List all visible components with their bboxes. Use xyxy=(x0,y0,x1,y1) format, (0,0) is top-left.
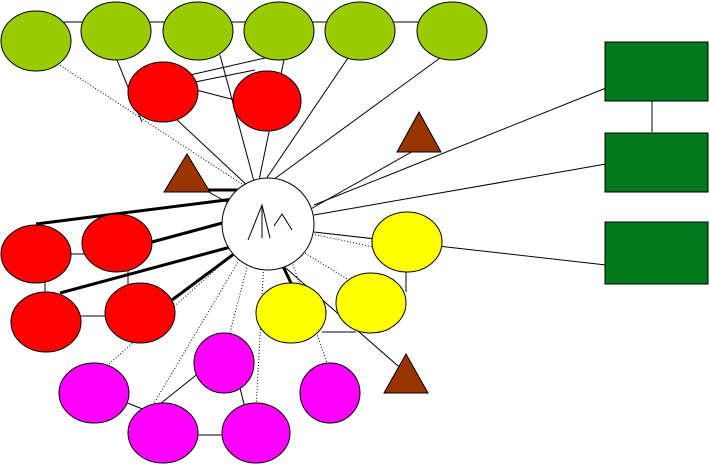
edge-red-red xyxy=(196,90,235,100)
green-node xyxy=(325,2,395,60)
yellow-node xyxy=(372,212,442,272)
magenta-node xyxy=(222,403,290,463)
magenta-node xyxy=(194,333,254,393)
edge-red-hub-thick xyxy=(172,248,242,300)
green-node xyxy=(1,11,71,71)
edge-box-hub xyxy=(314,232,606,265)
red-node xyxy=(1,225,71,283)
server-box xyxy=(605,222,708,284)
yellow-node xyxy=(256,283,326,343)
yellow-node xyxy=(336,273,406,333)
green-node xyxy=(81,2,151,60)
magenta-node xyxy=(128,403,198,463)
edge-hub-yellow-dotted xyxy=(300,250,352,282)
green-nodes xyxy=(1,2,487,71)
green-node xyxy=(417,2,487,60)
server-box xyxy=(605,42,708,101)
server-boxes xyxy=(605,42,708,284)
magenta-node xyxy=(59,363,129,423)
edge-hub-magenta-dotted xyxy=(256,260,264,410)
edge-box-hub xyxy=(314,164,606,215)
edge-triangle-hub xyxy=(300,150,415,215)
edge-box-hub xyxy=(314,88,606,205)
red-node xyxy=(128,62,198,122)
edge-hub-magenta-dotted xyxy=(228,256,250,340)
magenta-nodes xyxy=(59,333,360,463)
edge-red-hub-thick xyxy=(152,222,226,242)
edge-hub-yellow-dotted xyxy=(312,234,378,248)
red-node xyxy=(105,283,175,343)
green-node xyxy=(163,2,233,60)
triangle-icon xyxy=(397,112,441,152)
hub-node xyxy=(222,178,314,270)
server-box xyxy=(605,133,708,192)
magenta-node xyxy=(300,363,360,423)
red-node xyxy=(11,292,81,352)
triangle-icon xyxy=(164,154,210,192)
red-node xyxy=(82,214,152,272)
red-node xyxy=(233,71,301,131)
green-node xyxy=(244,2,314,60)
